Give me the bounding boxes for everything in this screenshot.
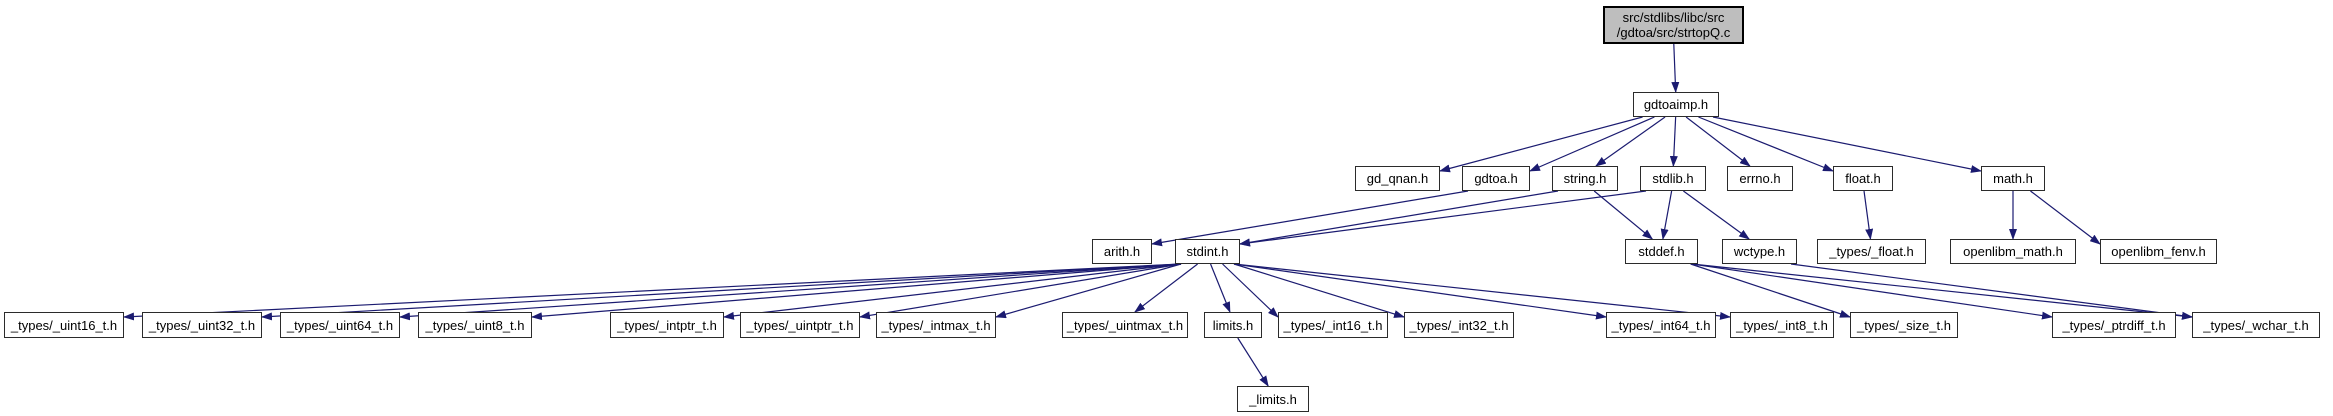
edge-stdint_h-to-types_uintmax_t_h xyxy=(1134,263,1198,313)
edge-stdint_h-to-types_intptr_t_h xyxy=(723,263,1182,320)
graph-node-types_size_t_h[interactable]: _types/_size_t.h xyxy=(1850,312,1958,338)
edge-stdlib_h-to-wctype_h xyxy=(1683,190,1750,240)
graph-node-_limits_h[interactable]: _limits.h xyxy=(1237,386,1309,412)
edge-stdint_h-to-types_uintptr_t_h xyxy=(859,263,1182,320)
graph-node-errno_h[interactable]: errno.h xyxy=(1727,166,1793,191)
graph-node-gdtoaimp_h[interactable]: gdtoaimp.h xyxy=(1633,92,1719,117)
edge-string_h-to-stddef_h xyxy=(1593,190,1654,240)
edge-stdint_h-to-types_uint64_t_h xyxy=(399,263,1182,321)
graph-node-limits_h[interactable]: limits.h xyxy=(1204,312,1262,338)
edge-gdtoaimp_h-to-float_h xyxy=(1698,116,1834,172)
graph-node-openlibm_math_h[interactable]: openlibm_math.h xyxy=(1950,239,2076,264)
edge-stddef_h-to-types_ptrdiff_t_h xyxy=(1691,263,2053,320)
graph-node-string_h[interactable]: string.h xyxy=(1552,166,1618,191)
graph-node-gd_qnan_h[interactable]: gd_qnan.h xyxy=(1355,166,1440,191)
graph-node-types_uint64_t_h[interactable]: _types/_uint64_t.h xyxy=(280,312,400,338)
edges-group xyxy=(123,43,2193,387)
edge-wctype_h-to-types_wchar_t_h xyxy=(1790,263,2193,320)
edge-string_h-to-stdint_h xyxy=(1239,190,1559,247)
edge-stdint_h-to-types_uint32_t_h xyxy=(261,263,1182,321)
graph-node-stdint_h[interactable]: stdint.h xyxy=(1175,239,1240,264)
graph-node-types_float_h[interactable]: _types/_float.h xyxy=(1817,239,1926,264)
edge-stdint_h-to-types_int64_t_h xyxy=(1233,263,1607,320)
edge-gdtoaimp_h-to-gd_qnan_h xyxy=(1439,116,1643,173)
graph-node-types_int64_t_h[interactable]: _types/_int64_t.h xyxy=(1606,312,1716,338)
edge-stdint_h-to-types_int32_t_h xyxy=(1233,263,1405,318)
graph-node-openlibm_fenv_h[interactable]: openlibm_fenv.h xyxy=(2100,239,2217,264)
edge-gdtoaimp_h-to-gdtoa_h xyxy=(1529,116,1655,172)
edge-gdtoa_h-to-arith_h xyxy=(1151,190,1469,247)
edge-stdint_h-to-types_intmax_t_h xyxy=(995,263,1182,319)
edge-gdtoaimp_h-to-string_h xyxy=(1595,116,1666,167)
edge-stdint_h-to-types_int16_t_h xyxy=(1222,263,1279,318)
graph-node-types_ptrdiff_t_h[interactable]: _types/_ptrdiff_t.h xyxy=(2052,312,2176,338)
graph-node-types_intptr_t_h[interactable]: _types/_intptr_t.h xyxy=(610,312,724,338)
edge-stdlib_h-to-stddef_h xyxy=(1660,190,1673,240)
graph-node-types_intmax_t_h[interactable]: _types/_intmax_t.h xyxy=(876,312,996,338)
graph-node-stddef_h[interactable]: stddef.h xyxy=(1625,239,1698,264)
edge-stdint_h-to-types_uint16_t_h xyxy=(123,263,1182,321)
edge-stddef_h-to-types_wchar_t_h xyxy=(1691,263,2193,320)
edge-float_h-to-types_float_h xyxy=(1863,190,1874,240)
graph-node-stdlib_h[interactable]: stdlib.h xyxy=(1640,166,1706,191)
graph-node-types_int8_t_h[interactable]: _types/_int8_t.h xyxy=(1730,312,1834,338)
graph-node-arith_h[interactable]: arith.h xyxy=(1092,239,1152,264)
graph-node-types_int16_t_h[interactable]: _types/_int16_t.h xyxy=(1278,312,1388,338)
edge-gdtoaimp_h-to-math_h xyxy=(1712,116,1982,173)
graph-node-math_h[interactable]: math.h xyxy=(1981,166,2045,191)
graph-node-types_uintmax_t_h[interactable]: _types/_uintmax_t.h xyxy=(1062,312,1188,338)
edge-math_h-to-openlibm_fenv_h xyxy=(2030,190,2101,245)
edge-root-to-gdtoaimp_h xyxy=(1671,43,1680,93)
edge-limits_h-to-_limits_h xyxy=(1237,337,1269,387)
edge-stdint_h-to-types_int8_t_h xyxy=(1233,263,1731,320)
edge-gdtoaimp_h-to-stdlib_h xyxy=(1669,116,1678,167)
edge-stddef_h-to-types_size_t_h xyxy=(1690,263,1851,318)
edge-stdint_h-to-types_uint8_t_h xyxy=(531,263,1182,321)
graph-node-gdtoa_h[interactable]: gdtoa.h xyxy=(1462,166,1530,191)
graph-node-types_uint8_t_h[interactable]: _types/_uint8_t.h xyxy=(418,312,532,338)
graph-node-types_uint16_t_h[interactable]: _types/_uint16_t.h xyxy=(4,312,124,338)
graph-node-wctype_h[interactable]: wctype.h xyxy=(1722,239,1797,264)
graph-node-types_int32_t_h[interactable]: _types/_int32_t.h xyxy=(1404,312,1514,338)
edge-stdint_h-to-limits_h xyxy=(1210,263,1231,313)
edge-gdtoaimp_h-to-errno_h xyxy=(1685,116,1751,167)
graph-node-root-file: src/stdlibs/libc/src /gdtoa/src/strtopQ.… xyxy=(1603,6,1744,44)
graph-node-types_uintptr_t_h[interactable]: _types/_uintptr_t.h xyxy=(740,312,860,338)
graph-node-float_h[interactable]: float.h xyxy=(1833,166,1893,191)
graph-node-types_wchar_t_h[interactable]: _types/_wchar_t.h xyxy=(2192,312,2320,338)
graph-node-types_uint32_t_h[interactable]: _types/_uint32_t.h xyxy=(142,312,262,338)
edge-stdlib_h-to-stdint_h xyxy=(1239,190,1647,247)
